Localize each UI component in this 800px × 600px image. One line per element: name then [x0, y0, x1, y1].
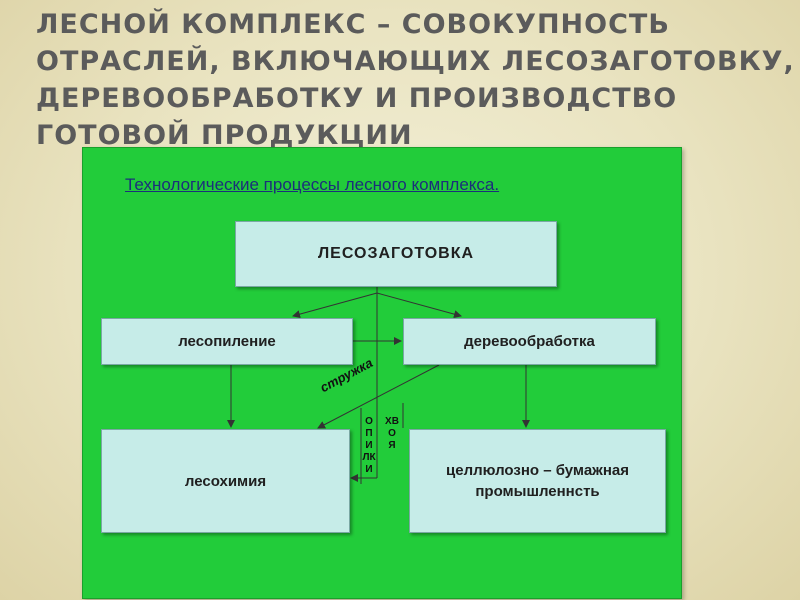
- node-sawmilling-label: лесопиление: [178, 333, 276, 350]
- label-needles: ХВОЯ: [385, 416, 399, 451]
- diagram-panel: Технологические процессы лесного комплек…: [82, 147, 682, 599]
- diagram-heading: Технологические процессы лесного комплек…: [125, 175, 500, 194]
- node-pulp-paper: целлюлозно – бумажная промышленнсть: [409, 429, 666, 533]
- woodworking-to-chemistry-arrow: [317, 364, 440, 429]
- node-sawmilling: лесопиление: [101, 318, 353, 365]
- slide-title: ЛЕСНОЙ КОМПЛЕКС – СОВОКУПНОСТЬ ОТРАСЛЕЙ,…: [36, 6, 795, 154]
- node-woodworking-label: деревообработка: [464, 333, 595, 350]
- node-logging: ЛЕСОЗАГОТОВКА: [235, 221, 557, 287]
- slide-title-line: ДЕРЕВООБРАБОТКУ И ПРОИЗВОДСТВО: [36, 83, 678, 114]
- node-pulp-paper-label-line2: промышленнсть: [475, 483, 600, 500]
- node-wood-chemistry: лесохимия: [101, 429, 350, 533]
- node-wood-chemistry-label: лесохимия: [184, 472, 267, 490]
- node-woodworking: деревообработка: [403, 318, 656, 365]
- label-bark: ОПИЛКИ: [362, 416, 376, 475]
- trunk-to-sawmilling-arrow: [292, 292, 378, 319]
- slide-title-line: ЛЕСНОЙ КОМПЛЕКС – СОВОКУПНОСТЬ: [36, 9, 670, 40]
- node-pulp-paper-label-line1: целлюлозно – бумажная: [446, 462, 629, 479]
- slide-title-line: ГОТОВОЙ ПРОДУКЦИИ: [36, 120, 413, 151]
- node-logging-label: ЛЕСОЗАГОТОВКА: [317, 245, 475, 262]
- trunk-to-woodworking-arrow: [376, 292, 462, 319]
- diagram-connectors: [227, 287, 530, 484]
- slide-title-line: ОТРАСЛЕЙ, ВКЛЮЧАЮЩИХ ЛЕСОЗАГОТОВКУ,: [36, 46, 795, 77]
